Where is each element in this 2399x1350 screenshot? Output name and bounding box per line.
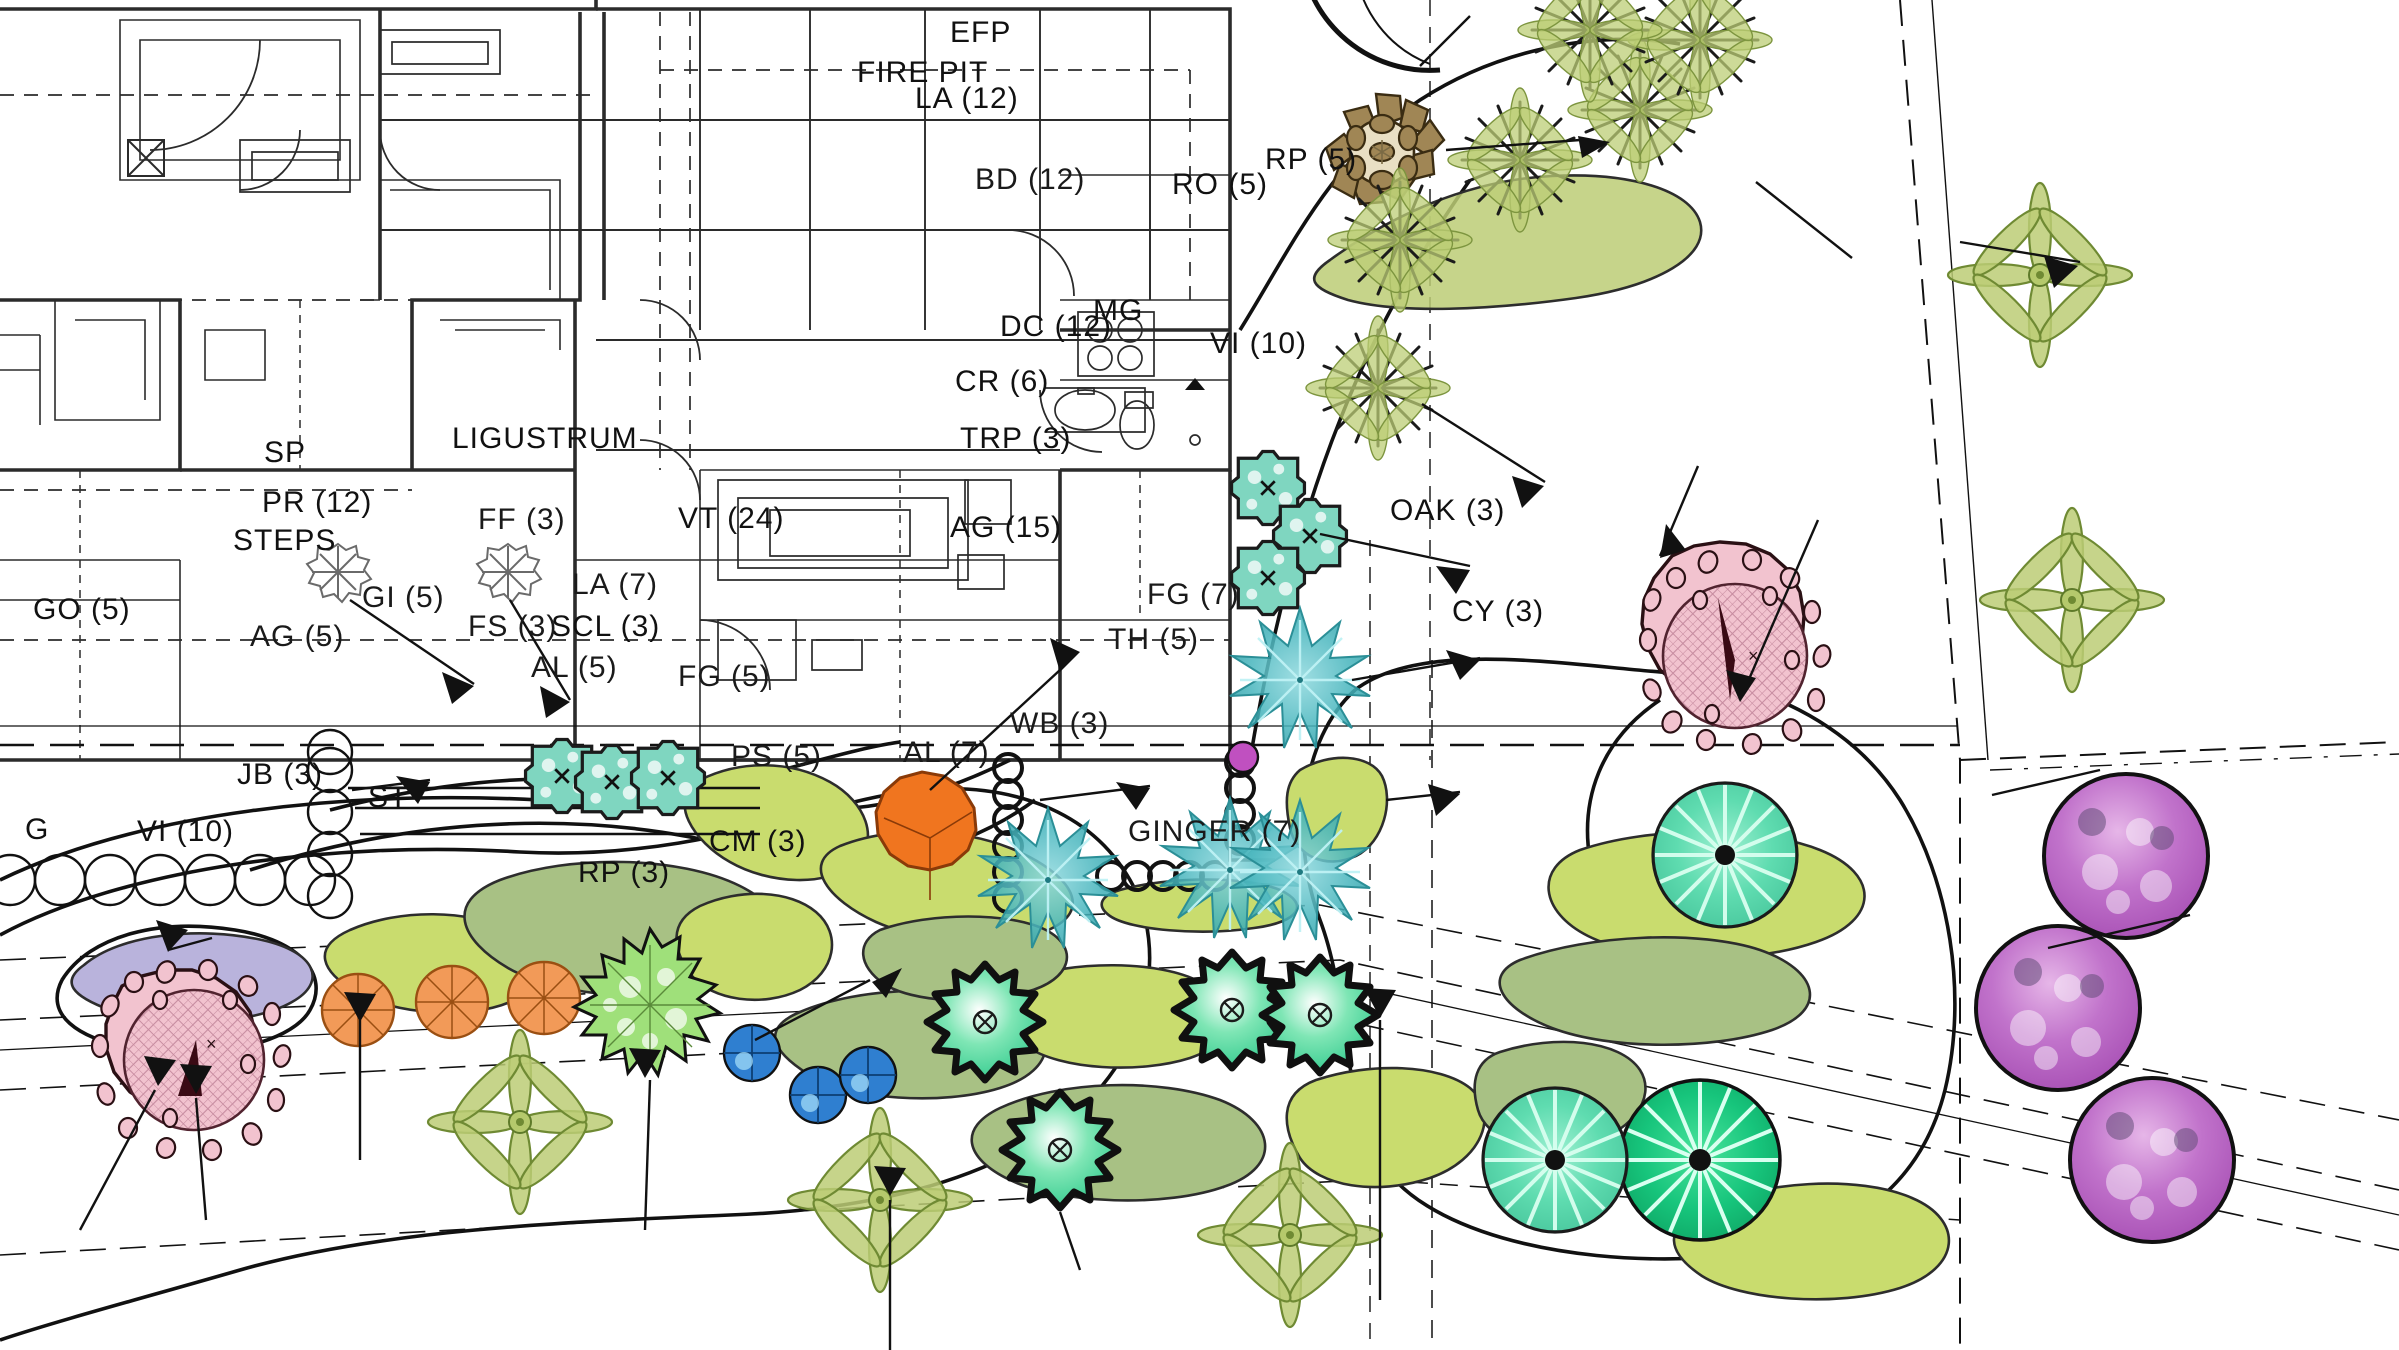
plant-rp-1 [1946,181,2134,369]
callout-vi-10-l: VI (10) [137,815,235,848]
svg-text:×: × [206,1034,217,1054]
callout-bd: BD (12) [975,163,1086,196]
plant-cy-1 [1974,924,2142,1092]
leader-lines [78,15,2191,1350]
plant-ligustrum [874,770,978,900]
callout-ligustrum: LIGUSTRUM [452,422,638,455]
plant-wb-tree [1481,1086,1629,1234]
sprinkler-symbols [305,542,543,604]
callout-al-7: AL (7) [903,736,990,769]
callout-go: GO (5) [33,593,131,626]
plant-rp-2 [1978,506,2166,694]
patio-mg-right: × [1638,540,1832,756]
leader-arrowheads [144,136,2078,1196]
callout-g: G [25,813,50,846]
callout-sp: SP [264,436,307,469]
callout-scl: SCL (3) [551,610,661,643]
callout-trp: TRP (3) [960,422,1072,455]
plant-oak-1 [2042,772,2210,940]
plant-rp-3a [426,1028,614,1216]
callout-rp-5: RP (5) [1265,143,1358,176]
callout-efp: EFP [950,16,1012,49]
callout-vi-10-r: VI (10) [1210,327,1308,360]
callout-fg-7: FG (7) [1147,578,1240,611]
plant-cr-3 [1229,539,1307,617]
callout-la-7: LA (7) [572,568,659,601]
callout-pr: PR (12) [262,486,373,519]
svg-text:×: × [1748,646,1759,666]
callout-ro: RO (5) [1172,168,1268,201]
plant-cr-6 [629,739,707,817]
plant-trp-1 [1228,606,1372,750]
callout-fg-5: FG (5) [678,660,771,693]
callout-al-5: AL (5) [531,651,618,684]
callout-wb: WB (3) [1010,707,1110,740]
plant-ginger-tree [1618,1078,1782,1242]
efp-circle [1311,0,1441,73]
callout-gi: GI (5) [362,581,445,614]
plant-fg7-tree [1651,781,1799,929]
house-floor-plan [0,0,1275,862]
callout-vt: VT (24) [678,502,785,535]
plant-cy-2 [2068,1076,2236,1244]
callout-cr: CR (6) [955,365,1050,398]
callout-fire-pit: FIRE PIT [857,56,989,89]
plant-ro-4 [1626,0,1774,114]
callout-jb: JB (3) [237,758,324,791]
bed-al7 [1285,1066,1486,1189]
callout-dc: DC (12) [1000,310,1113,343]
plant-scl-group [722,1023,898,1125]
callout-ag-5: AG (5) [250,620,345,653]
plant-al-1 [1262,957,1378,1073]
callout-ag-15: AG (15) [950,511,1063,544]
callout-cm: CM (3) [709,825,807,858]
callout-ps: PS (5) [731,740,823,773]
callout-oak: OAK (3) [1390,494,1506,527]
callout-mg: MG [1093,294,1144,327]
foundation-hedge [0,853,337,907]
callout-st: ST [368,781,409,814]
bed-th [1498,936,1812,1047]
patio-vi-left: × [90,958,292,1162]
plant-dc-1 [1304,314,1452,462]
callout-cy: CY (3) [1452,595,1545,628]
plant-st [570,925,724,1079]
callout-ginger: GINGER (7) [1128,815,1302,848]
callout-fs: FS (3) [468,610,558,643]
callout-steps: STEPS [233,524,337,557]
callout-la-12: LA (12) [915,82,1019,115]
callout-th: TH (5) [1108,623,1199,656]
accent-dot-magenta [1226,740,1260,774]
hardscape: × [0,0,1832,1162]
plant-symbols [320,0,2236,1329]
plant-rp-3b [786,1106,974,1294]
callout-rp-3: RP (3) [578,856,671,889]
callout-ff: FF (3) [478,503,566,536]
